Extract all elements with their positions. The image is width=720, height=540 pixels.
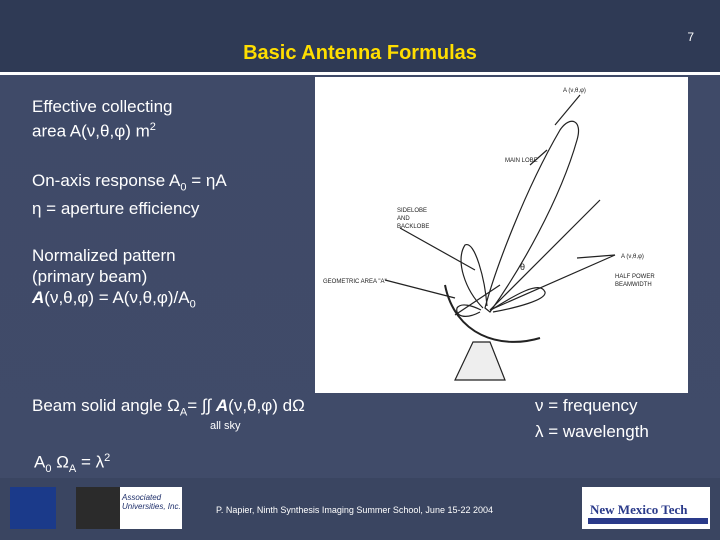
title-bar (0, 0, 720, 72)
label-sidelobe-2: AND (397, 216, 410, 222)
nrao-logo (10, 487, 56, 529)
aui-logo-text: Associated Universities, Inc. (122, 493, 181, 511)
frequency-label: ν = frequency (535, 396, 638, 415)
antenna-beam-diagram-svg: A (ν,θ,φ) MAIN LOBE SIDELOBE AND BACKLOB… (323, 88, 655, 381)
new-mexico-tech-logo-band (588, 518, 708, 524)
beam-edge-line-1 (489, 199, 601, 311)
label-a-pattern: A (ν,θ,φ) (621, 254, 644, 260)
aui-logo (120, 487, 182, 529)
label-sidelobe-3: BACKLOBE (397, 224, 429, 230)
label-top-pattern: A (ν,θ,φ) (563, 88, 586, 94)
main-lobe-shape (484, 120, 580, 313)
normalized-pattern-text: Normalized pattern (primary beam) A(ν,θ,… (32, 246, 196, 311)
a-label-pointer (576, 254, 616, 259)
antenna-theorem-text: A0 ΩA = λ2 (34, 452, 111, 476)
sidelobe-right-shape (490, 287, 546, 313)
nsf-logo (76, 487, 120, 529)
dish-reflector-shape (444, 284, 541, 343)
label-main-lobe: MAIN LOBE (505, 158, 538, 164)
all-sky-label: all sky (210, 420, 241, 432)
wavelength-label: λ = wavelength (535, 422, 649, 441)
title-divider (0, 72, 720, 75)
antenna-beam-diagram: A (ν,θ,φ) MAIN LOBE SIDELOBE AND BACKLOB… (315, 77, 688, 393)
slide-title: Basic Antenna Formulas (243, 42, 477, 64)
main-lobe-pointer (529, 149, 548, 166)
top-pointer (554, 94, 581, 126)
label-half-power-1: HALF POWER (615, 274, 655, 280)
footer-citation: P. Napier, Ninth Synthesis Imaging Summe… (216, 505, 493, 515)
geometric-area-pointer (384, 279, 456, 299)
page-number: 7 (687, 30, 694, 44)
label-sidelobe-1: SIDELOBE (397, 208, 427, 214)
label-theta: θ (520, 262, 525, 272)
antenna-mount-shape (454, 341, 506, 381)
new-mexico-tech-logo-text: New Mexico Tech (590, 502, 688, 517)
label-half-power-2: BEAMWIDTH (615, 282, 652, 288)
beam-edge-line-2 (489, 254, 616, 311)
collecting-area-text: Effective collecting area A(ν,θ,φ) m2 (32, 97, 173, 141)
sidelobe-pointer (399, 227, 476, 271)
beam-solid-angle-text: Beam solid angle ΩA= ∫∫ A(ν,θ,φ) dΩ (32, 396, 305, 419)
dish-feed-line (454, 284, 501, 316)
label-geometric-area: GEOMETRIC AREA "A" (323, 279, 387, 285)
on-axis-response-text: On-axis response A0 = ηA η = aperture ef… (32, 171, 227, 219)
backlobe-shape (456, 304, 482, 317)
sidelobe-left-shape (460, 244, 488, 309)
